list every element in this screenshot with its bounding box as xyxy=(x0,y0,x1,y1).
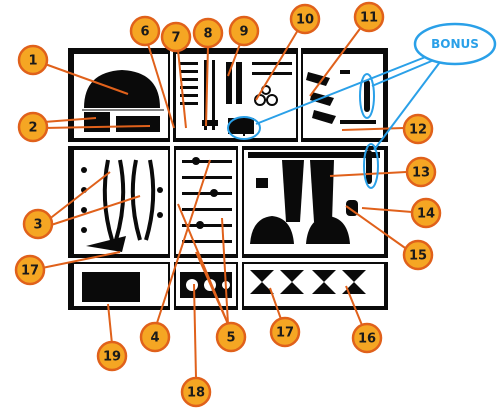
callout-14-label: 14 xyxy=(417,207,435,222)
callout-17-right: 17 xyxy=(269,316,301,348)
leader-2a xyxy=(43,117,97,123)
sprue-cell-top-left xyxy=(74,54,168,138)
callout-15-label: 15 xyxy=(409,249,427,264)
leader-2b xyxy=(43,125,151,129)
leader-4 xyxy=(155,159,211,327)
leader-14 xyxy=(361,207,413,213)
bonus-ring-strut-lower xyxy=(363,143,379,189)
callout-15: 15 xyxy=(402,239,434,271)
leader-17a xyxy=(41,251,121,269)
leader-15 xyxy=(345,205,409,251)
leader-lines xyxy=(41,25,413,379)
bonus-label-oval xyxy=(413,22,497,66)
callout-5: 5 xyxy=(215,321,247,353)
callout-10: 10 xyxy=(289,3,321,35)
sprue-divider-v4 xyxy=(298,48,301,142)
callout-8: 8 xyxy=(192,17,224,49)
callout-19-label: 19 xyxy=(103,350,121,365)
callout-1: 1 xyxy=(17,44,49,76)
leader-8 xyxy=(205,45,209,127)
leader-17b xyxy=(269,287,283,323)
callout-7: 7 xyxy=(160,21,192,53)
callout-12: 12 xyxy=(402,113,434,145)
leader-1 xyxy=(44,63,129,95)
leader-11 xyxy=(309,25,363,97)
leader-9 xyxy=(227,43,241,77)
callout-3-label: 3 xyxy=(33,218,42,233)
leader-13 xyxy=(329,171,407,177)
bonus-indicator: BONUS xyxy=(227,22,497,189)
sprue-cell-middle-right xyxy=(244,150,384,254)
callout-6-label: 6 xyxy=(140,25,149,40)
leader-7 xyxy=(177,49,187,129)
leader-3b xyxy=(47,195,141,227)
bonus-label: BONUS xyxy=(431,37,479,51)
callout-2-label: 2 xyxy=(28,121,37,136)
leader-18 xyxy=(193,283,197,379)
sprue-tree xyxy=(68,48,388,310)
leader-3a xyxy=(47,171,111,221)
callout-17-left-label: 17 xyxy=(21,264,39,279)
callout-1-label: 1 xyxy=(28,54,37,69)
bonus-ring-strut-upper xyxy=(359,73,375,119)
bonus-leader-1 xyxy=(255,55,429,125)
callout-4-label: 4 xyxy=(150,331,159,346)
bonus-ring-cross xyxy=(227,116,261,140)
callout-3: 3 xyxy=(22,208,54,240)
leader-12 xyxy=(341,127,405,131)
leader-6 xyxy=(147,43,175,129)
callout-9-label: 9 xyxy=(239,25,248,40)
callout-6: 6 xyxy=(129,15,161,47)
sprue-divider-v3 xyxy=(170,48,173,142)
sprue-cell-top-right xyxy=(303,54,383,138)
callout-2: 2 xyxy=(17,111,49,143)
bonus-cross-part xyxy=(234,118,254,136)
callout-17-right-label: 17 xyxy=(276,326,294,341)
leader-19 xyxy=(107,303,113,345)
callout-badges: 1 2 3 4 5 6 7 8 xyxy=(14,1,442,408)
callout-13-label: 13 xyxy=(412,166,430,181)
callout-12-label: 12 xyxy=(409,123,427,138)
sprue-divider-v2 xyxy=(238,146,242,310)
callout-11: 11 xyxy=(353,1,385,33)
callout-9: 9 xyxy=(228,15,260,47)
bonus-leader-2 xyxy=(371,59,435,87)
callout-16: 16 xyxy=(351,322,383,354)
bonus-leader-3 xyxy=(373,61,441,151)
sprue-cell-bottom-left xyxy=(74,236,168,306)
sprue-divider-v1 xyxy=(170,146,174,310)
callout-18-label: 18 xyxy=(187,386,205,401)
callout-18: 18 xyxy=(180,376,212,408)
callout-11-label: 11 xyxy=(360,11,378,26)
callout-17-left: 17 xyxy=(14,254,46,286)
callout-7-label: 7 xyxy=(171,31,180,46)
callout-4: 4 xyxy=(139,321,171,353)
callout-5-label: 5 xyxy=(226,331,235,346)
leader-10 xyxy=(255,29,299,101)
sprue-divider-h2 xyxy=(68,258,388,262)
leader-5c xyxy=(221,217,229,325)
callout-13: 13 xyxy=(405,156,437,188)
callout-8-label: 8 xyxy=(203,27,212,42)
sprue-divider-h1 xyxy=(68,142,388,146)
callout-14: 14 xyxy=(410,197,442,229)
callout-19: 19 xyxy=(96,340,128,372)
sprue-cell-bottom-right xyxy=(244,264,384,306)
leader-16 xyxy=(345,285,365,331)
callout-10-label: 10 xyxy=(296,13,314,28)
callout-16-label: 16 xyxy=(358,332,376,347)
leader-5b xyxy=(195,251,229,325)
